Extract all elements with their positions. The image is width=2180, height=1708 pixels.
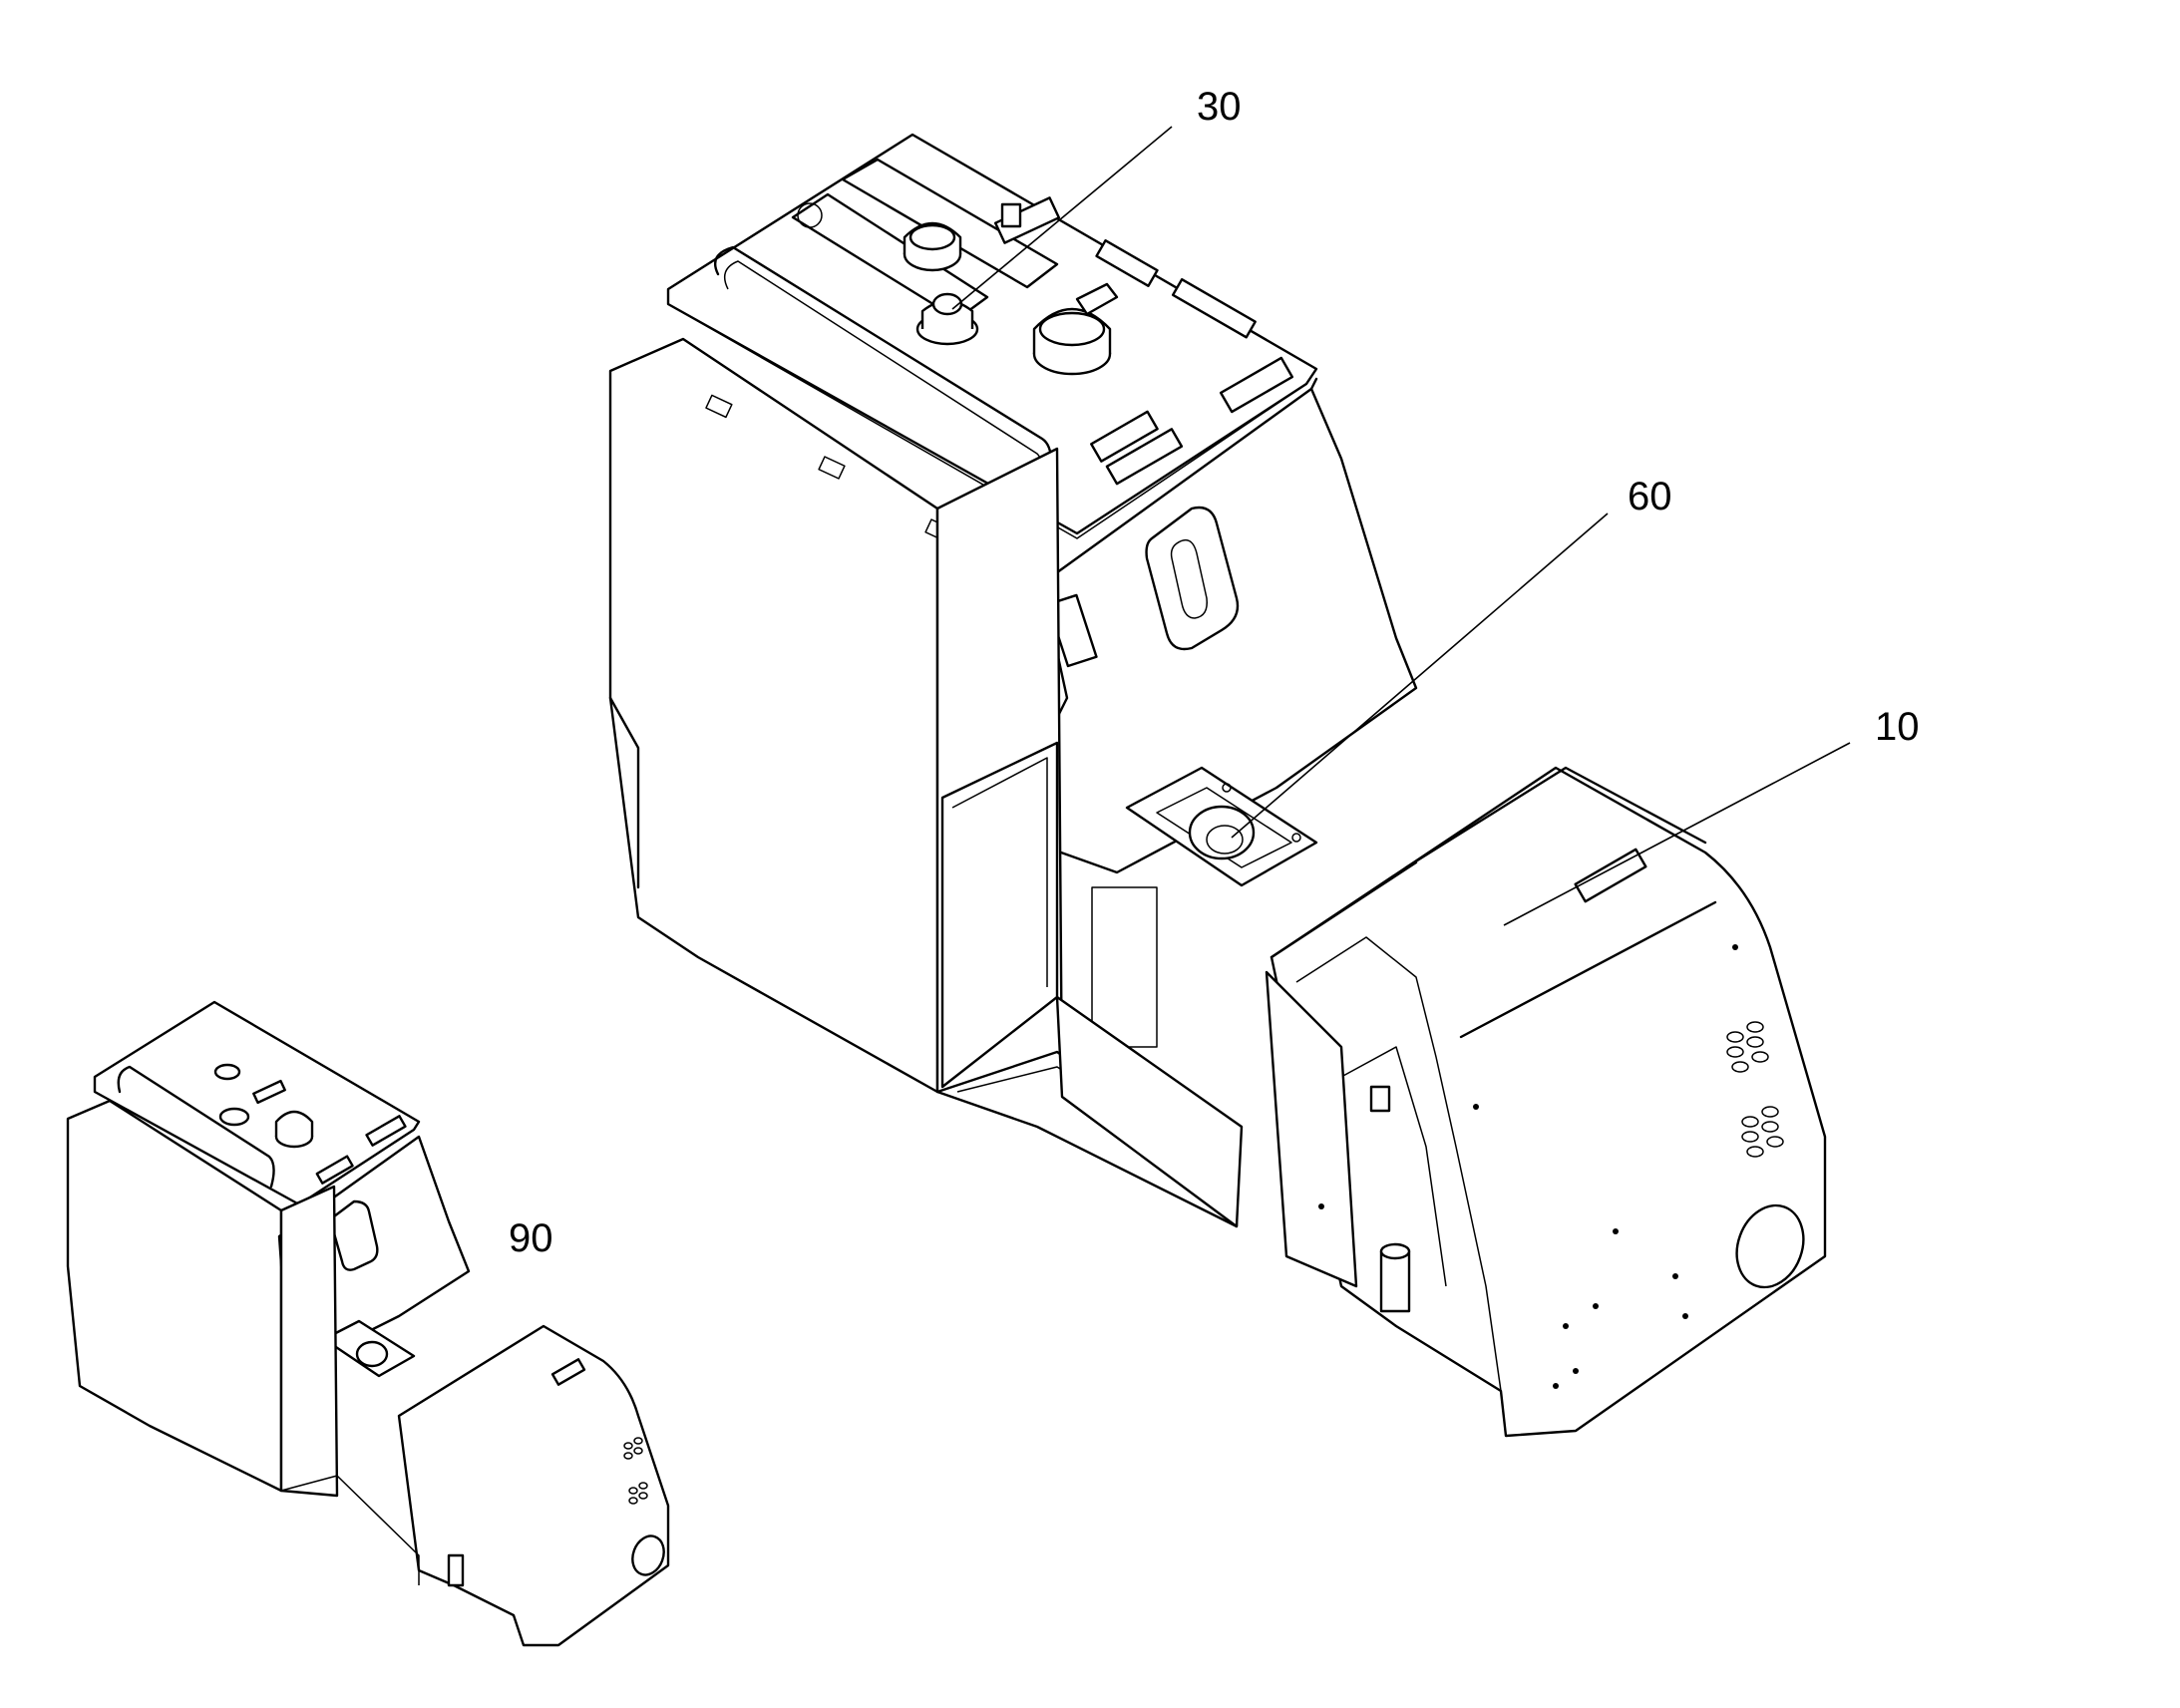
callout-label: 60: [1628, 475, 1672, 518]
callout-90: 90: [509, 1216, 553, 1260]
callout-10: 10: [1503, 705, 1920, 926]
part-90-assembly: [66, 1000, 670, 1647]
part-10-housing: [1270, 766, 1827, 1438]
main-assembly: [608, 133, 1827, 1438]
callout-label: 90: [509, 1216, 553, 1260]
vent-grille: [1726, 1021, 1784, 1158]
callout-label: 10: [1875, 705, 1920, 749]
small-vent-grille: [623, 1437, 648, 1505]
tank-body: [608, 337, 939, 1094]
callout-60: 60: [1231, 475, 1672, 839]
callout-label: 30: [1197, 85, 1242, 129]
rivets: [1318, 944, 1738, 1389]
callout-30: 30: [951, 85, 1242, 310]
